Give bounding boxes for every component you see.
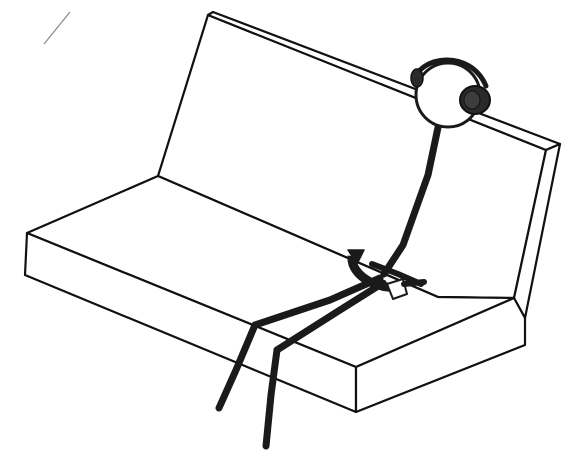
headphone-left-cup [411, 69, 423, 87]
corner-mark [44, 12, 70, 44]
headphone-right-cup-inner [464, 91, 480, 109]
seatbelt-tail [404, 282, 424, 284]
